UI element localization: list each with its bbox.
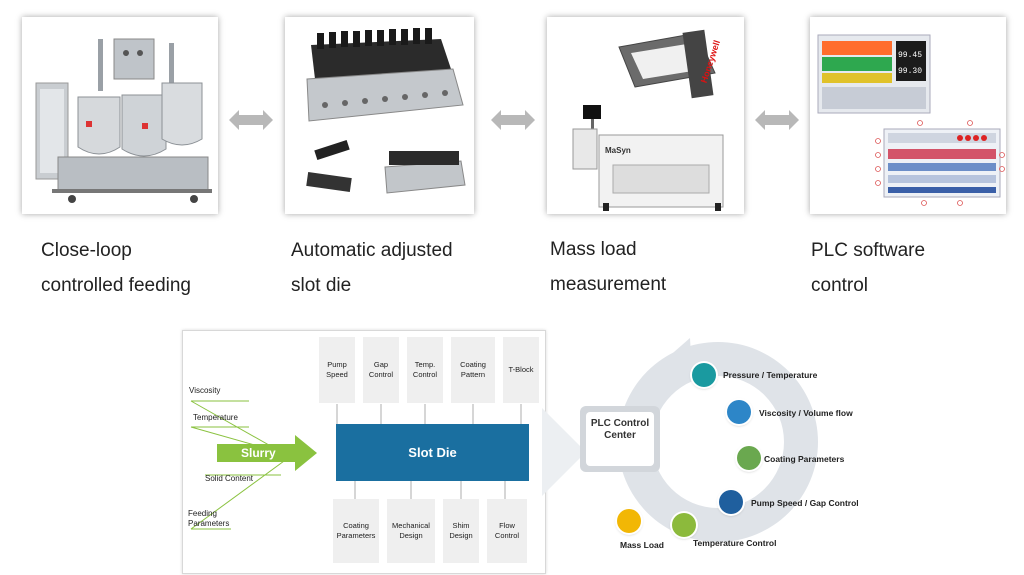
bottom-box-flow-control: Flow Control — [487, 499, 527, 563]
input-solid-content: Solid Content — [205, 474, 254, 483]
plc-control-center: PLC Control Center — [590, 418, 650, 441]
top-box-temp-control: Temp. Control — [407, 337, 443, 403]
bottom-box-mechanical-design: Mechanical Design — [387, 499, 435, 563]
input-viscosity: Viscosity — [189, 386, 221, 395]
fishbone-lines — [190, 400, 522, 530]
coating-parameters-icon — [737, 446, 761, 470]
top-box-pump-speed: Pump Speed — [319, 337, 355, 403]
temperature-control-icon — [672, 513, 696, 537]
top-box-gap-control: Gap Control — [363, 337, 399, 403]
cycle-item-pump-speed-gap-control: Pump Speed / Gap Control — [751, 498, 859, 508]
double-arrow-icon — [755, 110, 799, 130]
fishbone-diagram: Viscosity Temperature Solid Content Feed… — [182, 330, 546, 574]
bottom-box-coating-parameters: Coating Parameters — [333, 499, 379, 563]
caption-mass-load: Mass load measurement — [550, 239, 667, 295]
top-box-t-block: T-Block — [503, 337, 539, 403]
brand-masbyn: MaSyn — [605, 146, 631, 155]
double-arrow-icon — [229, 110, 273, 130]
pump-speed-gap-control-icon — [719, 490, 743, 514]
top-box-coating-pattern: Coating Pattern — [451, 337, 495, 403]
bottom-box-shim-design: Shim Design — [443, 499, 479, 563]
cycle-item-viscosity-volume-flow: Viscosity / Volume flow — [759, 408, 853, 418]
input-feeding-parameters: Feeding Parameters — [188, 509, 230, 528]
slurry-arrow-icon — [217, 435, 317, 471]
caption-feeding: Close-loop controlled feeding — [41, 240, 191, 296]
cycle-item-temperature-control: Temperature Control — [693, 538, 777, 548]
cycle-item-coating-parameters: Coating Parameters — [764, 454, 845, 464]
plc-cycle-ring — [542, 338, 818, 542]
plc-display-value-1: 99.45 — [898, 51, 922, 60]
input-temperature: Temperature — [193, 413, 238, 422]
double-arrow-icon — [491, 110, 535, 130]
slurry-label: Slurry — [241, 446, 276, 460]
caption-plc: PLC software control — [811, 240, 926, 296]
slot-die-image — [285, 17, 474, 214]
feeding-system-image — [22, 17, 218, 214]
pressure-temperature-icon — [692, 363, 716, 387]
cycle-item-pressure-temperature: Pressure / Temperature — [723, 370, 818, 380]
plc-software-image: 99.45 99.30 — [810, 17, 1006, 214]
mass-load-image: Honeywell MaSyn — [547, 17, 744, 214]
cycle-item-mass-load: Mass Load — [620, 540, 664, 550]
mass-load-icon — [617, 509, 641, 533]
viscosity-volume-flow-icon — [727, 400, 751, 424]
slot-die-box: Slot Die — [336, 424, 529, 481]
caption-slot-die: Automatic adjusted slot die — [291, 240, 453, 296]
plc-display-value-2: 99.30 — [898, 67, 922, 76]
